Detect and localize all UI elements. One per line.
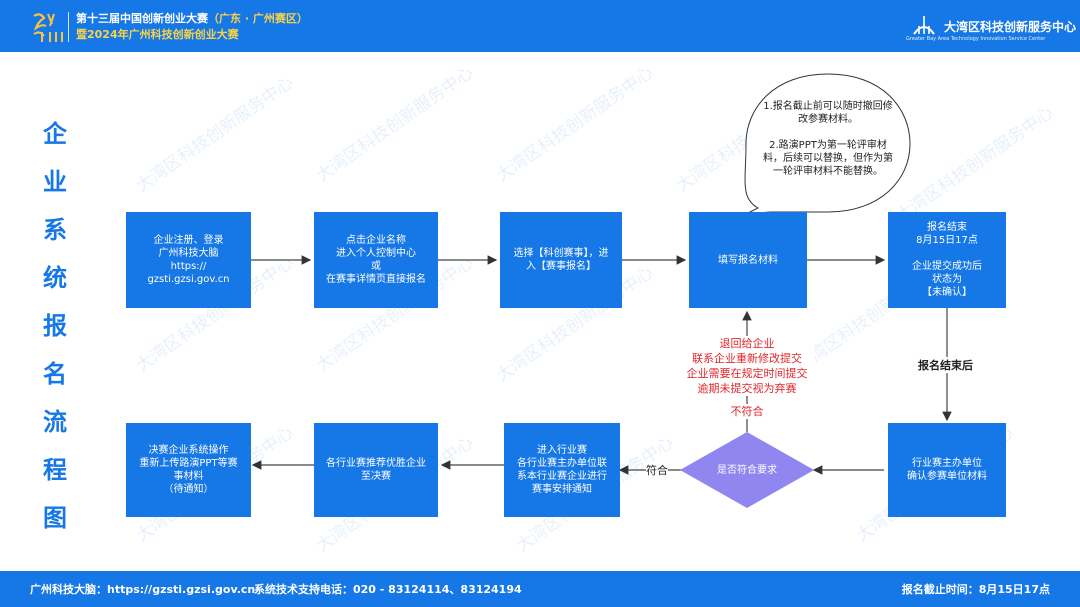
not-meet-label: 不符合 bbox=[730, 404, 764, 419]
box-enter-control-center: 点击企业名称 进入个人控制中心 或 在赛事详情页直接报名 bbox=[314, 212, 438, 308]
calligraphy-logo-icon bbox=[33, 13, 63, 42]
meet-label: 符合 bbox=[646, 462, 668, 478]
box-industry-confirm: 行业赛主办单位 确认参赛单位材料 bbox=[888, 423, 1006, 517]
header-title: 第十三届中国创新创业大赛（广东 · 广州赛区） 暨2024年广州科技创新创业大赛 bbox=[76, 11, 308, 43]
box-registration-end: 报名结束 8月15日17点 企业提交成功后 状态为 【未确认】 bbox=[888, 212, 1006, 308]
side-title-char: 业 bbox=[43, 168, 67, 196]
header-divider bbox=[68, 12, 69, 42]
decision-diamond-shape bbox=[680, 432, 814, 508]
box-enter-industry-race: 进入行业赛 各行业赛主办单位联 系本行业赛企业进行 赛事安排通知 bbox=[504, 423, 620, 517]
title-line1-main: 第十三届中国创新创业大赛 bbox=[76, 12, 208, 25]
gba-center-name: 大湾区科技创新服务中心 bbox=[944, 20, 1077, 34]
note-bubble-text: 1.报名截止前可以随时撤回修 改参赛材料。 2.路演PPT为第一轮评审材 料，后… bbox=[763, 101, 893, 177]
gba-center-english: Greater Bay Area Technology Innovation S… bbox=[906, 36, 1046, 42]
side-title-char: 程 bbox=[43, 456, 67, 484]
box-select-event: 选择【科创赛事】，进 入【赛事报名】 bbox=[500, 212, 622, 308]
footer-deadline: 报名截止时间：8月15日17点 bbox=[901, 583, 1050, 596]
box-register-login: 企业注册、登录 广州科技大脑 https:// gzsti.gzsi.gov.c… bbox=[126, 212, 251, 308]
side-title-char: 流 bbox=[43, 408, 67, 436]
footer-bar: 广州科技大脑：https://gzsti.gzsi.gov.cn 系统技术支持电… bbox=[0, 571, 1080, 607]
header-bar: 第十三届中国创新创业大赛（广东 · 广州赛区） 暨2024年广州科技创新创业大赛… bbox=[0, 0, 1080, 52]
side-title-char: 统 bbox=[43, 264, 67, 292]
side-title-char: 企 bbox=[43, 120, 67, 148]
box-fill-material: 填写报名材料 bbox=[689, 212, 807, 308]
bridge-logo-icon bbox=[913, 16, 935, 35]
gba-center-logo: 大湾区科技创新服务中心 Greater Bay Area Technology … bbox=[906, 8, 1076, 46]
title-line2: 暨2024年广州科技创新创业大赛 bbox=[76, 28, 239, 41]
box-recommend-to-final: 各行业赛推荐优胜企业 至决赛 bbox=[314, 423, 438, 517]
after-registration-end-label: 报名结束后 bbox=[918, 357, 973, 373]
side-title: 企 业 系 统 报 名 流 程 图 bbox=[38, 110, 72, 542]
side-title-char: 系 bbox=[43, 216, 67, 244]
footer-support-phone: 系统技术支持电话：020 - 83124114、83124194 bbox=[254, 583, 522, 596]
title-line1-region: （广东 · 广州赛区） bbox=[208, 12, 308, 25]
chuangxin-guangzhou-logo bbox=[30, 10, 66, 44]
decision-label: 是否符合要求 bbox=[717, 464, 777, 476]
note-bubble-shape bbox=[744, 73, 911, 215]
side-title-char: 报 bbox=[43, 312, 67, 340]
side-title-char: 名 bbox=[43, 360, 67, 388]
return-to-enterprise-note: 退回给企业 联系企业重新修改提交 企业需要在规定时间提交 逾期未提交视为弃赛 bbox=[680, 336, 814, 396]
footer-website: 广州科技大脑：https://gzsti.gzsi.gov.cn bbox=[30, 583, 256, 596]
side-title-char: 图 bbox=[43, 504, 67, 532]
box-final-upload: 决赛企业系统操作 重新上传路演PPT等赛 事材料 （待通知） bbox=[126, 423, 251, 517]
